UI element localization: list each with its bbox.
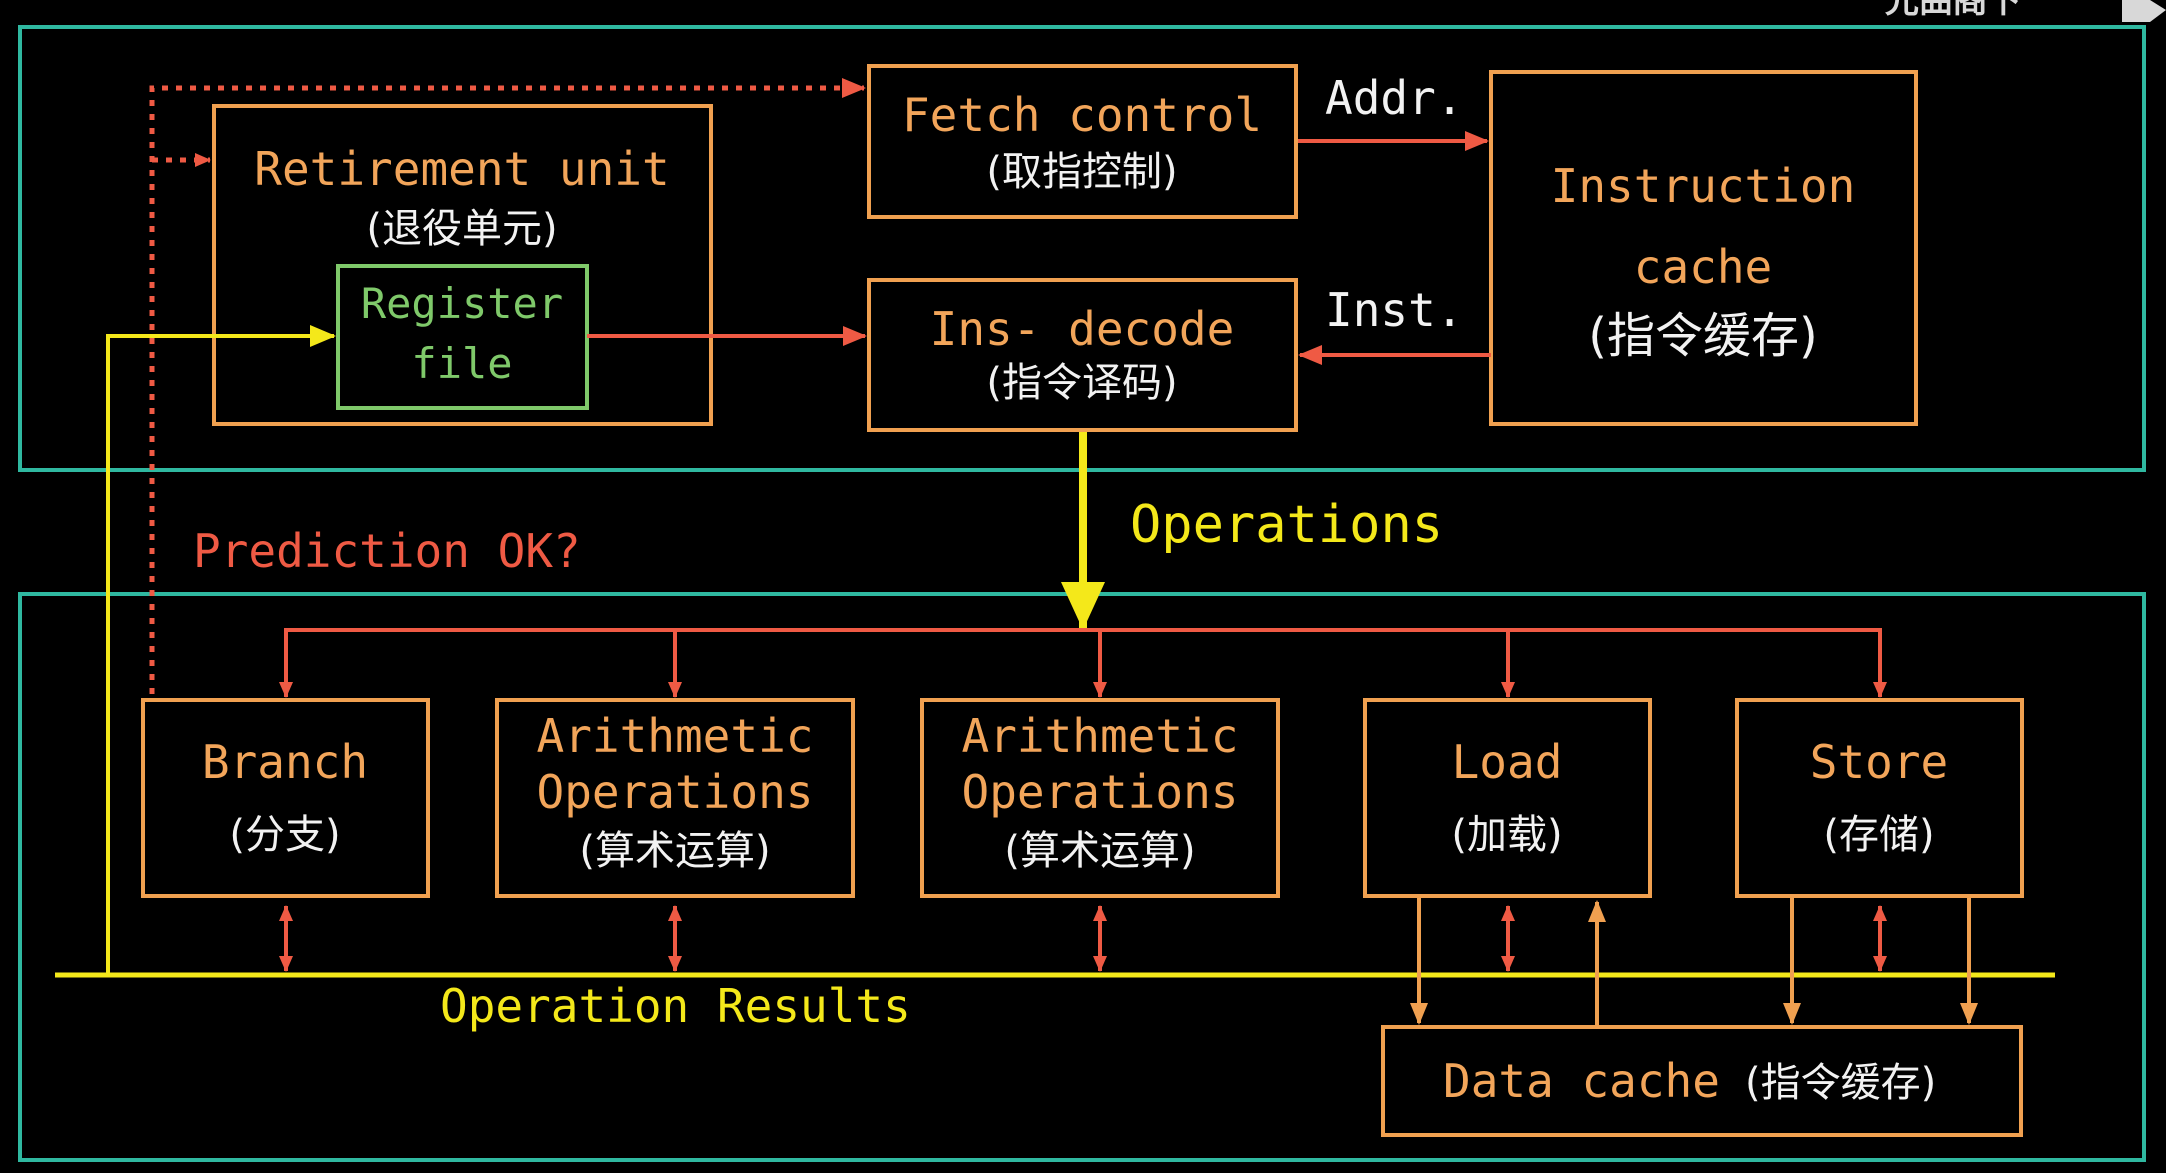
store-unit-box: Store (存储) (1735, 698, 2024, 898)
prediction-feedback-path (149, 78, 866, 694)
load-title: Load (1452, 735, 1563, 789)
fetch-control-box: Fetch control (取指控制) (867, 64, 1298, 219)
load-unit-box: Load (加载) (1363, 698, 1652, 898)
ins-decode-subtitle: (指令译码) (986, 360, 1177, 406)
fetch-control-subtitle: (取指控制) (986, 149, 1177, 195)
arithmetic-unit-1-box: Arithmetic Operations (算术运算) (495, 698, 855, 898)
store-subtitle: (存储) (1823, 812, 1934, 858)
arithmetic-unit-2-box: Arithmetic Operations (算术运算) (920, 698, 1280, 898)
data-cache-title: Data cache (1443, 1054, 1720, 1108)
ins-decode-box: Ins- decode (指令译码) (867, 278, 1298, 432)
branch-title: Branch (202, 735, 368, 789)
instruction-cache-line1: Instruction (1551, 159, 1856, 213)
operation-results-label: Operation Results (440, 979, 911, 1033)
retirement-unit-title: Retirement unit (254, 142, 669, 196)
instruction-cache-line2: cache (1634, 240, 1772, 294)
register-file-line1: Register (361, 279, 563, 328)
prediction-label: Prediction OK? (193, 524, 581, 578)
arith2-line2: Operations (962, 765, 1239, 819)
register-file-line2: file (411, 339, 512, 388)
instruction-cache-subtitle: (指令缓存) (1588, 308, 1817, 364)
arith2-line1: Arithmetic (962, 709, 1239, 763)
fetch-control-title: Fetch control (902, 88, 1262, 142)
data-cache-box: Data cache (指令缓存) (1381, 1025, 2023, 1137)
branch-unit-box: Branch (分支) (141, 698, 430, 898)
arith1-subtitle: (算术运算) (579, 828, 770, 874)
arith2-subtitle: (算术运算) (1004, 828, 1195, 874)
dispatch-bus (284, 628, 1882, 694)
retirement-unit-box: Retirement unit (退役单元) (212, 104, 713, 426)
inst-label: Inst. (1325, 283, 1463, 337)
register-file-box: Register file (336, 264, 589, 410)
data-cache-subtitle: (指令缓存) (1745, 1060, 1936, 1106)
load-subtitle: (加载) (1451, 812, 1562, 858)
ins-decode-title: Ins- decode (930, 302, 1235, 356)
results-feedback-path (106, 325, 336, 975)
branch-subtitle: (分支) (229, 812, 340, 858)
store-title: Store (1810, 735, 1948, 789)
arith1-line1: Arithmetic (537, 709, 814, 763)
play-icon (2122, 0, 2166, 22)
operations-label: Operations (1130, 495, 1443, 555)
watermark-text: 光曲阁下 (1885, 0, 2021, 21)
retirement-unit-subtitle: (退役单元) (366, 206, 557, 252)
addr-label: Addr. (1325, 71, 1463, 125)
arith1-line2: Operations (537, 765, 814, 819)
instruction-cache-box: Instruction cache (指令缓存) (1489, 70, 1918, 426)
